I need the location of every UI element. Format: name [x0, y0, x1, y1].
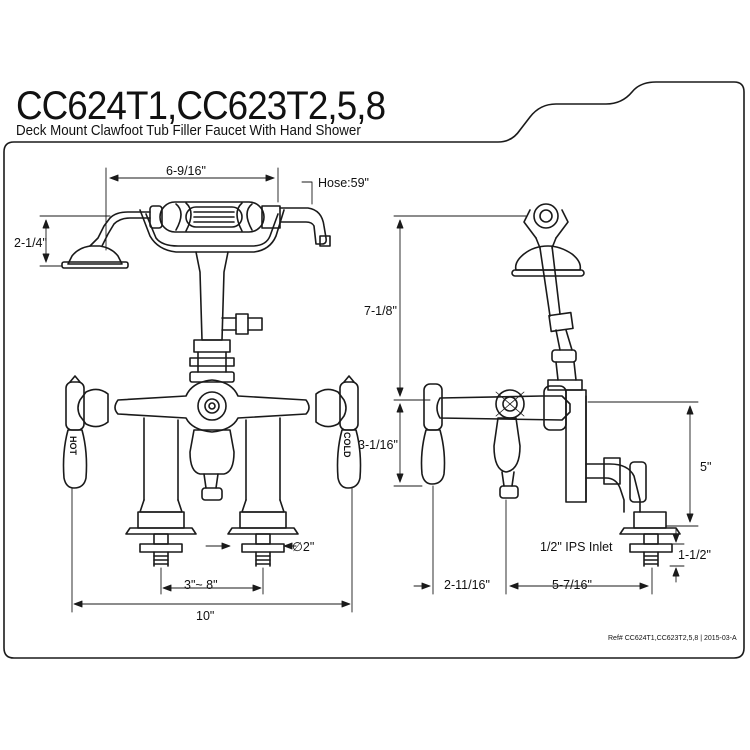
dim-overall-height: 7-1/8" — [364, 304, 397, 318]
faucet-body — [114, 379, 310, 433]
shower-head — [67, 245, 123, 265]
dim-handshower-height: 2-1/4" — [14, 236, 47, 250]
cradle — [139, 209, 285, 253]
dim-supply-height: 5" — [700, 460, 712, 474]
cold-label: COLD — [342, 432, 352, 458]
dim-side-offset: 2-11/16" — [444, 578, 490, 592]
dim-handshower-width: 6-9/16" — [166, 164, 206, 178]
front-view — [61, 201, 362, 567]
frame-border — [3, 81, 745, 659]
dim-shank: 1-1/2" — [678, 548, 711, 562]
dim-overall-width: 10" — [196, 609, 215, 623]
shower-handle — [159, 201, 265, 233]
dim-hole-diameter: ∅2" — [292, 540, 315, 554]
hot-lever — [62, 429, 88, 489]
dim-side-reach: 5-7/16" — [552, 578, 592, 592]
cold-lever — [336, 429, 362, 489]
dim-body-height: 3-1/16" — [358, 438, 398, 452]
page-subtitle: Deck Mount Clawfoot Tub Filler Faucet Wi… — [16, 123, 361, 139]
page-title: CC624T1,CC623T2,5,8 — [16, 84, 386, 128]
dim-ips-inlet: 1/2" IPS Inlet — [540, 540, 613, 554]
dimension-lines — [39, 167, 699, 613]
riser — [195, 251, 229, 341]
dim-centers: 3"~ 8" — [184, 578, 218, 592]
center-lever — [189, 429, 235, 475]
reference-note: Ref# CC624T1,CC623T2,5,8 | 2015-03-A — [608, 635, 737, 642]
side-view — [420, 203, 681, 567]
hot-label: HOT — [68, 436, 78, 455]
dim-hose: Hose:59" — [318, 176, 369, 190]
